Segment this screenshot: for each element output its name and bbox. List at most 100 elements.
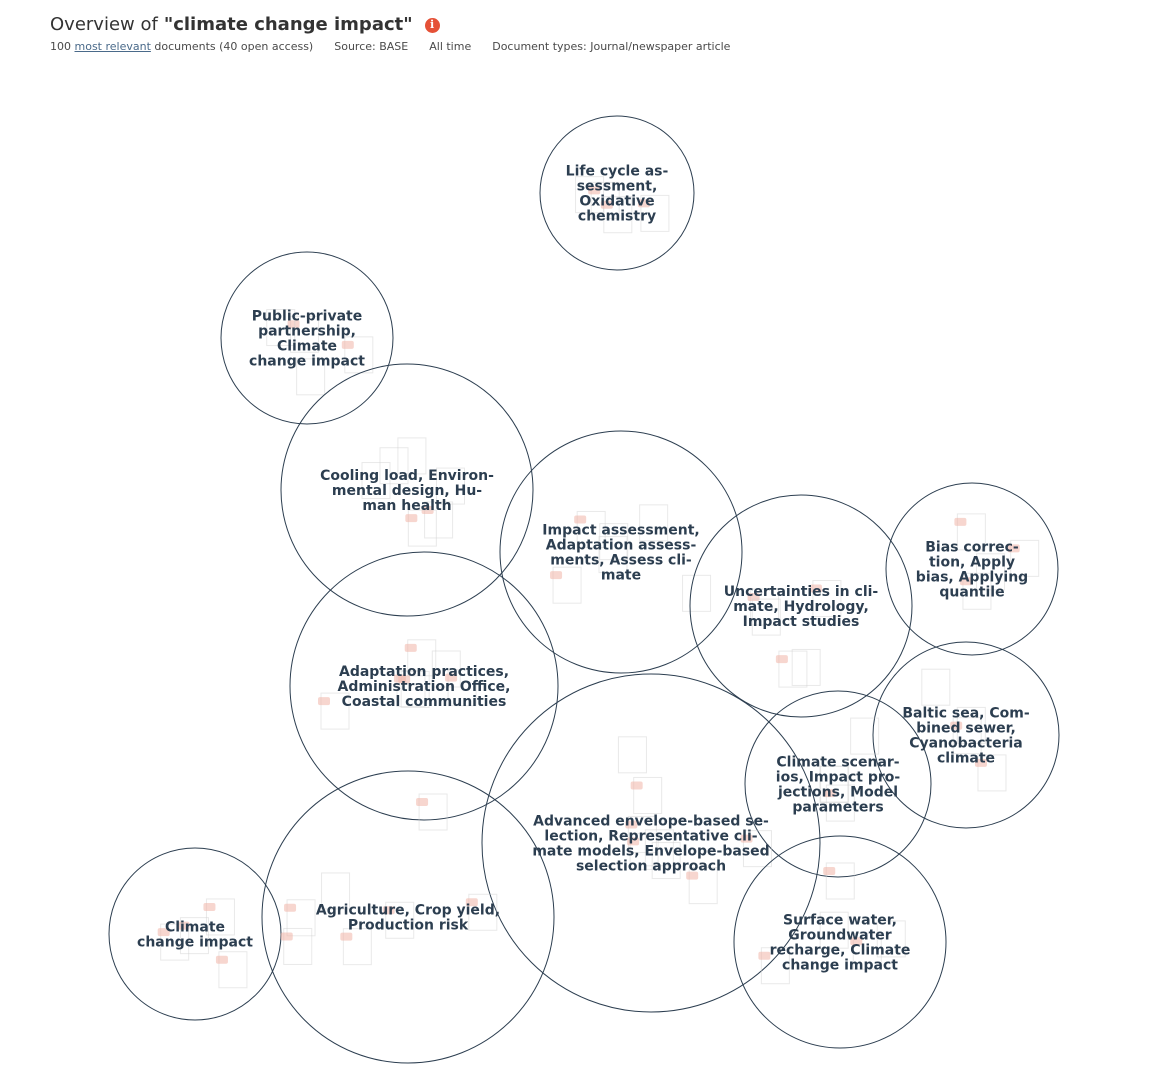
paper-icon[interactable] bbox=[407, 509, 437, 547]
paper-icon[interactable] bbox=[791, 648, 821, 686]
paper-icon[interactable] bbox=[639, 504, 669, 542]
bubble-circle[interactable] bbox=[689, 494, 913, 718]
paper-icon[interactable] bbox=[644, 829, 674, 867]
paper-icon[interactable] bbox=[820, 765, 850, 803]
paper-icon[interactable] bbox=[342, 928, 372, 966]
bubble-label-line: climate bbox=[937, 751, 995, 767]
paper-icon[interactable] bbox=[977, 754, 1007, 792]
bubble-circle[interactable] bbox=[885, 482, 1059, 656]
paper-icon[interactable] bbox=[407, 639, 437, 677]
paper-icon[interactable] bbox=[1010, 539, 1040, 577]
bubble-circle[interactable] bbox=[872, 641, 1060, 829]
open-access-badge-icon bbox=[382, 906, 395, 915]
info-icon[interactable]: i bbox=[424, 17, 440, 33]
bubble-baltic-sea[interactable]: Baltic sea, Com-bined sewer,Cyanobacteri… bbox=[872, 641, 1060, 829]
paper-icon[interactable] bbox=[179, 917, 209, 955]
paper-icon[interactable] bbox=[361, 462, 391, 500]
paper-icon[interactable] bbox=[751, 598, 781, 636]
paper-icon[interactable] bbox=[742, 830, 772, 868]
paper-icon[interactable] bbox=[651, 842, 681, 880]
paper-icon[interactable] bbox=[468, 893, 498, 931]
paper-icon[interactable] bbox=[321, 872, 351, 910]
paper-icon[interactable] bbox=[400, 670, 430, 708]
paper-icon[interactable] bbox=[682, 574, 712, 612]
paper-icon[interactable] bbox=[640, 194, 670, 232]
paper-icon[interactable] bbox=[812, 580, 842, 618]
paper-icon[interactable] bbox=[396, 670, 426, 708]
most-relevant-link[interactable]: most relevant bbox=[74, 40, 151, 53]
paper-icon[interactable] bbox=[552, 566, 582, 604]
bubble-circle[interactable] bbox=[733, 835, 947, 1049]
paper-icon[interactable] bbox=[617, 736, 647, 774]
paper-icon[interactable] bbox=[962, 572, 992, 610]
paper-icon[interactable] bbox=[205, 898, 235, 936]
paper-icon[interactable] bbox=[160, 923, 190, 961]
paper-icon[interactable] bbox=[921, 668, 951, 706]
open-access-badge-icon bbox=[574, 515, 587, 524]
paper-icon[interactable] bbox=[956, 513, 986, 551]
paper-icon[interactable] bbox=[688, 867, 718, 905]
bubble-circle[interactable] bbox=[220, 251, 394, 425]
bubble-circle[interactable] bbox=[539, 115, 695, 271]
paper-icon[interactable] bbox=[590, 181, 620, 219]
paper-icon[interactable] bbox=[418, 793, 448, 831]
paper-icon[interactable] bbox=[976, 553, 1006, 591]
paper-icon[interactable] bbox=[627, 815, 657, 853]
paper-icon[interactable] bbox=[760, 947, 790, 985]
paper-icon[interactable] bbox=[750, 588, 780, 626]
paper-icon[interactable] bbox=[603, 196, 633, 234]
bubble-uncertainties[interactable]: Uncertainties in cli-mate, Hydrology,Imp… bbox=[689, 494, 913, 718]
open-access-badge-icon bbox=[177, 921, 190, 930]
paper-icon[interactable] bbox=[435, 467, 465, 505]
bubble-circle[interactable] bbox=[289, 551, 559, 821]
paper-icon[interactable] bbox=[296, 358, 326, 396]
bubble-label-line: mental design, Hu- bbox=[332, 483, 482, 499]
bubble-label-line: selection approach bbox=[576, 859, 726, 875]
bubble-advanced-envelope[interactable]: Advanced envelope-based se-lection, Repr… bbox=[481, 673, 821, 1013]
paper-icon[interactable] bbox=[825, 784, 855, 822]
paper-icon[interactable] bbox=[599, 523, 629, 561]
paper-icon[interactable] bbox=[218, 951, 248, 989]
paper-icon[interactable] bbox=[819, 765, 849, 803]
bubble-label: Uncertainties in cli-mate, Hydrology,Imp… bbox=[724, 584, 879, 630]
bubble-cooling-load[interactable]: Cooling load, Environ-mental design, Hu-… bbox=[280, 363, 534, 617]
paper-icon[interactable] bbox=[852, 932, 882, 970]
paper-icon[interactable] bbox=[819, 911, 849, 949]
bubble-circle[interactable] bbox=[744, 690, 932, 878]
paper-icon[interactable] bbox=[778, 650, 808, 688]
paper-icon[interactable] bbox=[379, 447, 409, 485]
paper-icon[interactable] bbox=[290, 315, 320, 353]
paper-icon[interactable] bbox=[447, 669, 477, 707]
paper-icon[interactable] bbox=[424, 501, 454, 539]
bubble-circle[interactable] bbox=[280, 363, 534, 617]
paper-icon[interactable] bbox=[876, 920, 906, 958]
bubble-circle[interactable] bbox=[499, 430, 743, 674]
paper-icon[interactable] bbox=[283, 927, 313, 965]
paper-icon[interactable] bbox=[286, 899, 316, 937]
paper-icon[interactable] bbox=[397, 437, 427, 475]
paper-icon[interactable] bbox=[598, 536, 628, 574]
bubble-impact-assessment[interactable]: Impact assessment,Adaptation assess-ment… bbox=[499, 430, 743, 674]
paper-icon[interactable] bbox=[385, 901, 415, 939]
paper-icon[interactable] bbox=[266, 309, 296, 347]
paper-icon[interactable] bbox=[320, 692, 350, 730]
paper-icon[interactable] bbox=[629, 832, 659, 870]
bubble-adaptation-practices[interactable]: Adaptation practices,Administration Offi… bbox=[289, 551, 559, 821]
paper-icon[interactable] bbox=[633, 776, 663, 814]
paper-icon[interactable] bbox=[850, 717, 880, 755]
bubble-circle[interactable] bbox=[481, 673, 821, 1013]
open-access-badge-icon bbox=[686, 871, 699, 880]
paper-icon[interactable] bbox=[431, 650, 461, 688]
paper-icon[interactable] bbox=[952, 717, 982, 755]
bubble-circle[interactable] bbox=[261, 770, 555, 1064]
paper-icon[interactable] bbox=[344, 336, 374, 374]
paper-icon[interactable] bbox=[575, 176, 605, 214]
paper-icon[interactable] bbox=[576, 510, 606, 548]
bubble-agriculture[interactable]: Agriculture, Crop yield,Production risk bbox=[261, 770, 555, 1064]
paper-icon[interactable] bbox=[825, 862, 855, 900]
